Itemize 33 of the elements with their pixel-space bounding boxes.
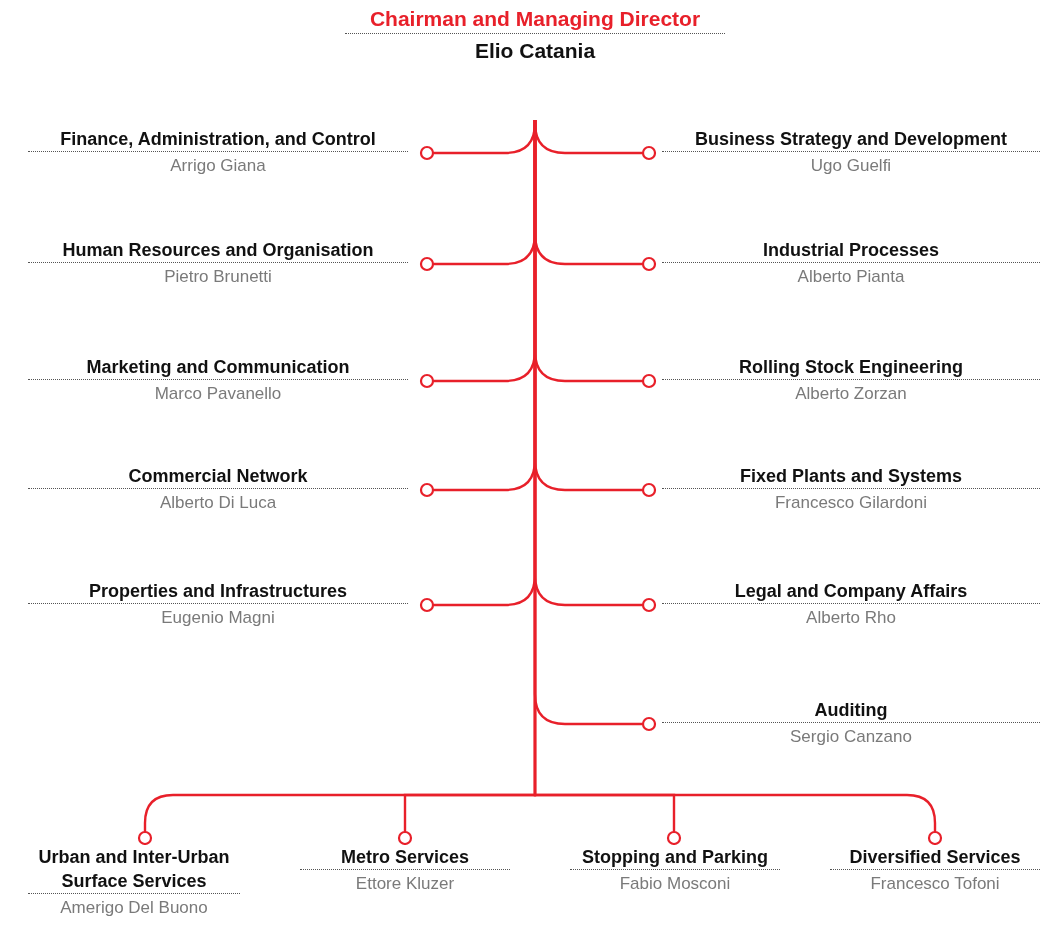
person-name: Amerigo Del Buono bbox=[59, 897, 209, 919]
position-title: Stopping and Parking bbox=[570, 845, 780, 870]
position-title: Diversified Services bbox=[830, 845, 1040, 870]
person-name: Arrigo Giana bbox=[169, 155, 267, 177]
position-title: Human Resources and Organisation bbox=[28, 238, 408, 263]
position-title: Chairman and Managing Director bbox=[345, 5, 725, 34]
person-name: Alberto Zorzan bbox=[794, 383, 908, 405]
person-name: Ettore Kluzer bbox=[354, 873, 456, 895]
person-name: Francesco Gilardoni bbox=[773, 492, 929, 514]
person-name: Francesco Tofoni bbox=[869, 873, 1001, 895]
position-title: Commercial Network bbox=[28, 464, 408, 489]
position-title: Rolling Stock Engineering bbox=[662, 355, 1040, 380]
connector-line bbox=[533, 120, 943, 846]
position-title: Urban and Inter-Urban Surface Services bbox=[28, 845, 240, 894]
person-name: Alberto Pianta bbox=[796, 266, 906, 288]
position-title: Auditing bbox=[662, 698, 1040, 723]
person-name: Eugenio Magni bbox=[160, 607, 276, 629]
person-name: Ugo Guelfi bbox=[809, 155, 893, 177]
person-name: Fabio Mosconi bbox=[618, 873, 732, 895]
position-title: Finance, Administration, and Control bbox=[28, 127, 408, 152]
position-title: Fixed Plants and Systems bbox=[662, 464, 1040, 489]
position-title: Industrial Processes bbox=[662, 238, 1040, 263]
person-name: Elio Catania bbox=[473, 38, 597, 64]
position-title: Legal and Company Affairs bbox=[662, 579, 1040, 604]
person-name: Pietro Brunetti bbox=[163, 266, 273, 288]
person-name: Marco Pavanello bbox=[153, 383, 283, 405]
person-name: Alberto Rho bbox=[805, 607, 897, 629]
person-name: Sergio Canzano bbox=[789, 726, 913, 748]
position-title: Metro Services bbox=[300, 845, 510, 870]
position-title: Business Strategy and Development bbox=[662, 127, 1040, 152]
person-name: Alberto Di Luca bbox=[158, 492, 278, 514]
position-title: Properties and Infrastructures bbox=[28, 579, 408, 604]
position-title: Marketing and Communication bbox=[28, 355, 408, 380]
